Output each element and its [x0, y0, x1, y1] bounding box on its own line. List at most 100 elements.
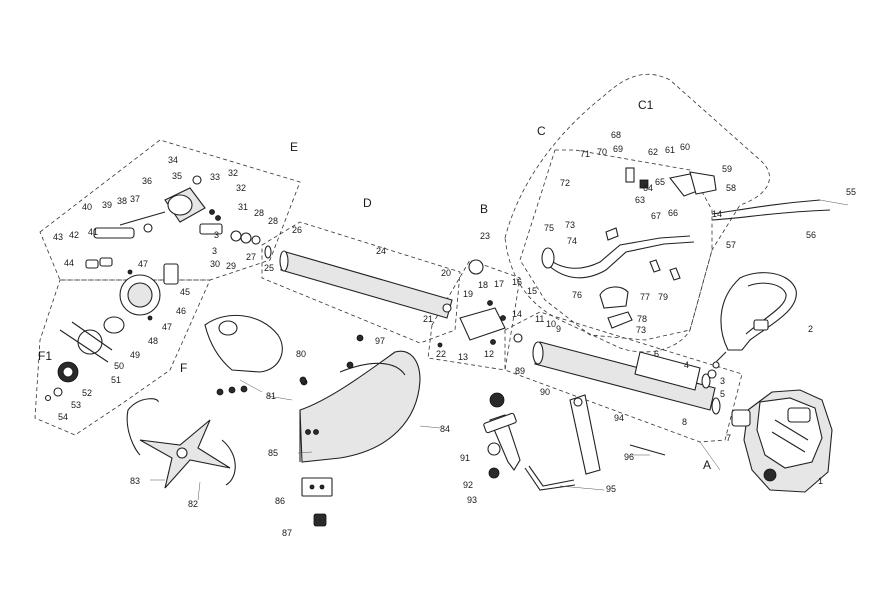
part-number: 69	[613, 144, 623, 154]
part-number: 20	[441, 268, 451, 278]
part-number: 19	[463, 289, 473, 299]
part-number: 55	[846, 187, 856, 197]
part-number: 37	[130, 194, 140, 204]
group-label-e: E	[290, 140, 298, 154]
part-number: 65	[655, 177, 665, 187]
part-number: 84	[440, 424, 450, 434]
part-number-labels: 1 2 3 3 3 4 5 6 7 8 9 10 11 12 13 14 14 …	[53, 130, 856, 538]
part-number: 9	[556, 324, 561, 334]
group-label-d: D	[363, 196, 372, 210]
part-number: 83	[130, 476, 140, 486]
part-number: 76	[572, 290, 582, 300]
part-number: 47	[162, 322, 172, 332]
part-number: 95	[606, 484, 616, 494]
group-label-f1: F1	[38, 349, 52, 363]
part-number: 15	[527, 286, 537, 296]
part-number: 25	[264, 263, 274, 273]
grass-guard-icon	[299, 334, 421, 463]
part-number: 3	[214, 230, 219, 240]
drive-shaft-tube-a-icon	[532, 341, 721, 415]
part-number: 36	[142, 176, 152, 186]
part-number: 45	[180, 287, 190, 297]
part-number: 49	[130, 350, 140, 360]
part-number: 40	[82, 202, 92, 212]
part-number: 53	[71, 400, 81, 410]
part-number: 82	[188, 499, 198, 509]
part-number: 44	[64, 258, 74, 268]
part-number: 10	[546, 319, 556, 329]
part-number: 46	[176, 306, 186, 316]
part-number: 28	[268, 216, 278, 226]
part-number: 26	[292, 225, 302, 235]
leader-lines	[150, 379, 721, 501]
part-number: 73	[565, 220, 575, 230]
part-number: 57	[726, 240, 736, 250]
part-number: 90	[540, 387, 550, 397]
part-number: 16	[512, 277, 522, 287]
part-number: 89	[515, 366, 525, 376]
part-number: 93	[467, 495, 477, 505]
part-number: 42	[69, 230, 79, 240]
part-number: 8	[682, 417, 687, 427]
part-number: 4	[684, 360, 689, 370]
spark-plug-wrench-icon	[483, 392, 521, 479]
part-number: 70	[597, 147, 607, 157]
hex-key-icon	[524, 465, 576, 491]
part-number: 60	[680, 142, 690, 152]
part-number: 29	[226, 261, 236, 271]
plate-part-86	[301, 477, 333, 497]
part-number: 97	[375, 336, 385, 346]
group-label-c1: C1	[638, 98, 654, 112]
part-number: 91	[460, 453, 470, 463]
group-b-boundary	[427, 259, 521, 371]
part-number: 96	[624, 452, 634, 462]
gearhead-e-icon	[85, 175, 261, 269]
part-number: 13	[458, 352, 468, 362]
part-number: 86	[275, 496, 285, 506]
part-number: 74	[567, 236, 577, 246]
part-number: 1	[818, 476, 823, 486]
part-number: 7	[726, 433, 731, 443]
part-number: 6	[654, 349, 659, 359]
part-number: 64	[643, 183, 653, 193]
harness-strap-icon	[712, 272, 797, 369]
part-number: 78	[637, 314, 647, 324]
group-c-boundary	[519, 149, 713, 341]
group-boundaries	[34, 73, 770, 443]
part-number: 73	[636, 325, 646, 335]
part-number: 92	[463, 480, 473, 490]
part-number: 32	[236, 183, 246, 193]
bolt-part-87	[313, 513, 327, 527]
part-number: 17	[494, 279, 504, 289]
part-number: 87	[282, 528, 292, 538]
part-number: 38	[117, 196, 127, 206]
group-f-boundary	[34, 279, 211, 436]
pin-part-96	[629, 444, 666, 456]
part-number: 81	[266, 391, 276, 401]
handlebar-icon	[541, 167, 849, 329]
part-number: 3	[212, 246, 217, 256]
group-label-b: B	[480, 202, 488, 216]
part-number: 59	[722, 164, 732, 174]
trimmer-head-icon	[44, 263, 179, 402]
part-number: 3	[720, 376, 725, 386]
part-number: 71	[580, 149, 590, 159]
part-number: 54	[58, 412, 68, 422]
blade-icon	[126, 398, 236, 489]
part-number: 47	[138, 259, 148, 269]
part-number: 23	[480, 231, 490, 241]
part-number: 11	[535, 314, 544, 324]
part-number: 35	[172, 171, 182, 181]
part-number: 77	[640, 292, 650, 302]
part-number: 72	[560, 178, 570, 188]
group-label-a: A	[703, 458, 711, 472]
part-number: 56	[806, 230, 816, 240]
drive-shaft-tube-d-icon	[264, 245, 453, 319]
part-number: 33	[210, 172, 220, 182]
part-number: 24	[376, 246, 386, 256]
part-number: 27	[246, 252, 256, 262]
part-number: 52	[82, 388, 92, 398]
part-number: 75	[544, 223, 554, 233]
part-number: 85	[268, 448, 278, 458]
